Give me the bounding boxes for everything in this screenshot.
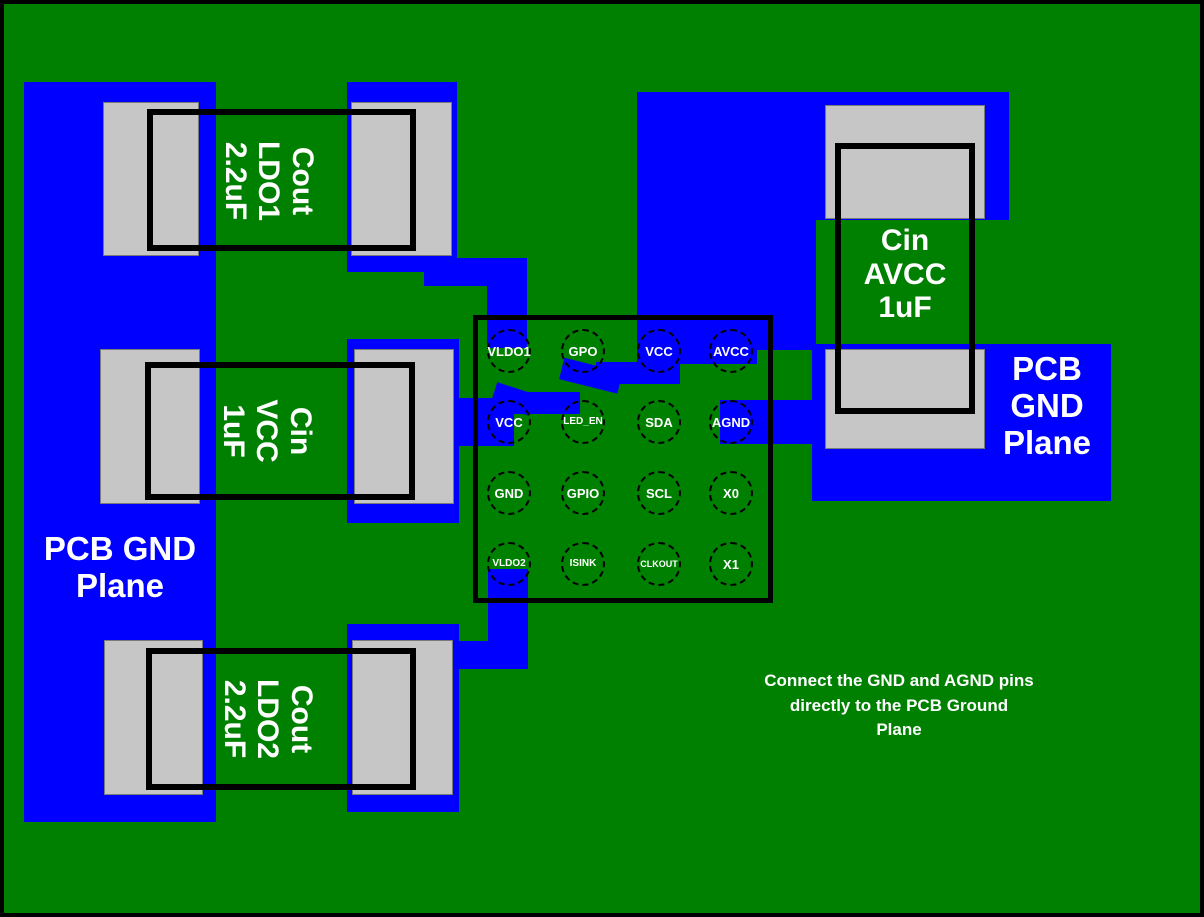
ic-pin-x1[interactable]: X1: [709, 542, 753, 586]
ic-pin-led-en[interactable]: LED_EN: [561, 400, 605, 444]
capacitor-body-outline: [147, 109, 416, 251]
capacitor-pad-left: [104, 640, 203, 795]
ic-pin-scl[interactable]: SCL: [637, 471, 681, 515]
ic-pin-x0[interactable]: X0: [709, 471, 753, 515]
ic-pin-vcc[interactable]: VCC: [487, 400, 531, 444]
ic-pin-isink[interactable]: ISINK: [561, 542, 605, 586]
ic-pin-gnd[interactable]: GND: [487, 471, 531, 515]
layout-note: Connect the GND and AGND pins directly t…: [764, 671, 1034, 740]
capacitor-pad-right: [351, 102, 452, 256]
ic-pin-gpio[interactable]: GPIO: [561, 471, 605, 515]
ic-pin-vcc-top[interactable]: VCC: [637, 329, 681, 373]
ic-pin-vldo2[interactable]: VLDO2: [487, 542, 531, 586]
capacitor-pad-right: [354, 349, 454, 504]
ic-pin-clkout[interactable]: CLKOUT: [637, 542, 681, 586]
capacitor-body-outline: [835, 143, 975, 414]
capacitor-pad-bottom: [825, 349, 985, 449]
capacitor-pad-right: [352, 640, 453, 795]
ic-pin-gpo[interactable]: GPO: [561, 329, 605, 373]
ic-pin-vldo1[interactable]: VLDO1: [487, 329, 531, 373]
copper-track-vldo1-bend: [424, 258, 527, 286]
capacitor-pad-top: [825, 105, 985, 219]
ic-pin-avcc[interactable]: AVCC: [709, 329, 753, 373]
ic-pin-sda[interactable]: SDA: [637, 400, 681, 444]
ic-package-outline: [473, 315, 773, 603]
capacitor-body-outline: [145, 362, 415, 500]
ic-pin-agnd[interactable]: AGND: [709, 400, 753, 444]
capacitor-body-outline: [146, 648, 416, 790]
